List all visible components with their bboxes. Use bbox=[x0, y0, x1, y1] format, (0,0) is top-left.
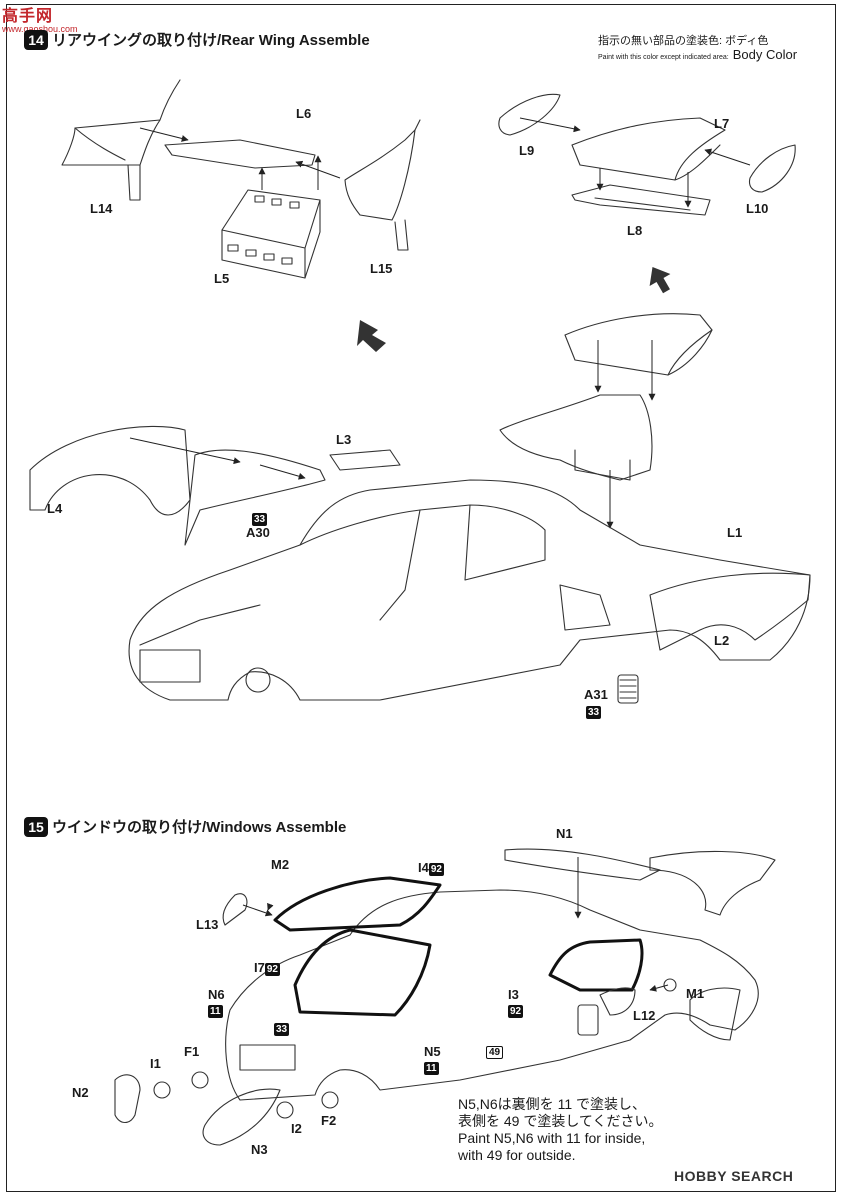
label-n6: N6 bbox=[208, 987, 225, 1002]
paint-tag-92-i4: 92 bbox=[428, 863, 444, 876]
part-l10-drawing bbox=[748, 144, 796, 193]
paint-note-ja: 指示の無い部品の塗装色: ボディ色 bbox=[598, 35, 769, 47]
label-l3: L3 bbox=[336, 432, 352, 447]
label-92-i3: 92 bbox=[508, 1002, 524, 1018]
label-l8: L8 bbox=[627, 223, 643, 238]
step-15-heading: 15 ウインドウの取り付け/Windows Assemble bbox=[24, 816, 346, 837]
label-l1: L1 bbox=[727, 525, 743, 540]
label-l15: L15 bbox=[370, 261, 393, 276]
part-l7-drawing bbox=[571, 117, 726, 181]
watermark-url: www.gaoshou.com bbox=[2, 24, 78, 34]
label-i1: I1 bbox=[150, 1056, 161, 1071]
label-l4: L4 bbox=[47, 501, 63, 516]
label-i3: I3 bbox=[508, 987, 519, 1002]
label-i4-text: I4 bbox=[418, 860, 429, 875]
label-n5: N5 bbox=[424, 1044, 441, 1059]
brand-logo: HOBBY SEARCH bbox=[674, 1168, 794, 1184]
part-l8-drawing bbox=[571, 184, 711, 216]
instruction-frame bbox=[6, 4, 836, 1192]
part-l6-drawing bbox=[164, 139, 316, 169]
wing-subassembly-drawing bbox=[499, 313, 713, 481]
step-15-number: 15 bbox=[24, 816, 48, 837]
label-m1: M1 bbox=[686, 986, 705, 1001]
paint-tag-11-n6: 11 bbox=[208, 1005, 223, 1018]
car-body-step15-drawing bbox=[114, 848, 776, 1146]
label-l2: L2 bbox=[714, 633, 730, 648]
label-f1: F1 bbox=[184, 1044, 200, 1059]
part-l9-drawing bbox=[498, 93, 561, 136]
paint-tag-33-step15: 33 bbox=[274, 1023, 290, 1036]
label-49-n5: 49 bbox=[486, 1043, 504, 1059]
label-a30: A30 bbox=[246, 525, 270, 540]
paint-note-en-big: Body Color bbox=[732, 47, 798, 62]
paint-tag-11-n5: 11 bbox=[424, 1062, 439, 1075]
label-l6: L6 bbox=[296, 106, 312, 121]
part-l5-drawing bbox=[221, 189, 321, 279]
part-l15-drawing bbox=[344, 119, 421, 251]
label-i2: I2 bbox=[291, 1121, 302, 1136]
paint-tag-33-a31: 33 bbox=[586, 706, 602, 719]
label-f2: F2 bbox=[321, 1113, 337, 1128]
label-l10: L10 bbox=[746, 201, 769, 216]
label-a31: A31 bbox=[584, 687, 608, 702]
label-l13: L13 bbox=[196, 917, 219, 932]
note-line-1: N5,N6は裏側を 11 で塗装し、 bbox=[458, 1096, 646, 1112]
step-14-heading: 14 リアウイングの取り付け/Rear Wing Assemble bbox=[24, 29, 370, 50]
note-line-4: with 49 for outside. bbox=[458, 1147, 576, 1163]
car-body-step14-drawing bbox=[29, 425, 811, 704]
painting-note: N5,N6は裏側を 11 で塗装し、 表側を 49 で塗装してください。 Pai… bbox=[458, 1096, 778, 1164]
label-n2: N2 bbox=[72, 1085, 89, 1100]
paint-note-en: Paint with this color except indicated a… bbox=[598, 48, 813, 65]
label-l14: L14 bbox=[90, 201, 113, 216]
watermark: 高手网 www.gaoshou.com bbox=[2, 2, 78, 42]
note-line-3: Paint N5,N6 with 11 for inside, bbox=[458, 1130, 646, 1146]
note-line-2: 表側を 49 で塗装してください。 bbox=[458, 1113, 663, 1129]
step-14-number: 14 bbox=[24, 29, 48, 50]
label-33-a30: 33 bbox=[252, 510, 268, 526]
label-l12: L12 bbox=[633, 1008, 656, 1023]
paint-tag-49-n5: 49 bbox=[486, 1046, 504, 1059]
paint-note: 指示の無い部品の塗装色: ボディ色 Paint with this color … bbox=[598, 34, 813, 65]
label-l9: L9 bbox=[519, 143, 535, 158]
label-n3: N3 bbox=[251, 1142, 268, 1157]
watermark-title: 高手网 bbox=[2, 8, 54, 25]
label-m2: M2 bbox=[271, 857, 290, 872]
label-l5: L5 bbox=[214, 271, 230, 286]
step-14-title: リアウイングの取り付け/Rear Wing Assemble bbox=[52, 32, 370, 49]
label-11-n5: 11 bbox=[424, 1059, 439, 1075]
label-11-n6: 11 bbox=[208, 1002, 223, 1018]
paint-tag-33-a30: 33 bbox=[252, 513, 268, 526]
label-i7-text: I7 bbox=[254, 960, 265, 975]
paint-tag-92-i7: 92 bbox=[264, 963, 280, 976]
label-l7: L7 bbox=[714, 116, 730, 131]
paint-tag-92-i3: 92 bbox=[508, 1005, 524, 1018]
part-l14-drawing bbox=[61, 79, 181, 201]
label-n1: N1 bbox=[556, 826, 573, 841]
label-33-step15: 33 bbox=[274, 1020, 290, 1036]
paint-note-en-small: Paint with this color except indicated a… bbox=[598, 54, 729, 61]
label-33-a31: 33 bbox=[586, 703, 602, 719]
step-15-title: ウインドウの取り付け/Windows Assemble bbox=[52, 819, 347, 836]
